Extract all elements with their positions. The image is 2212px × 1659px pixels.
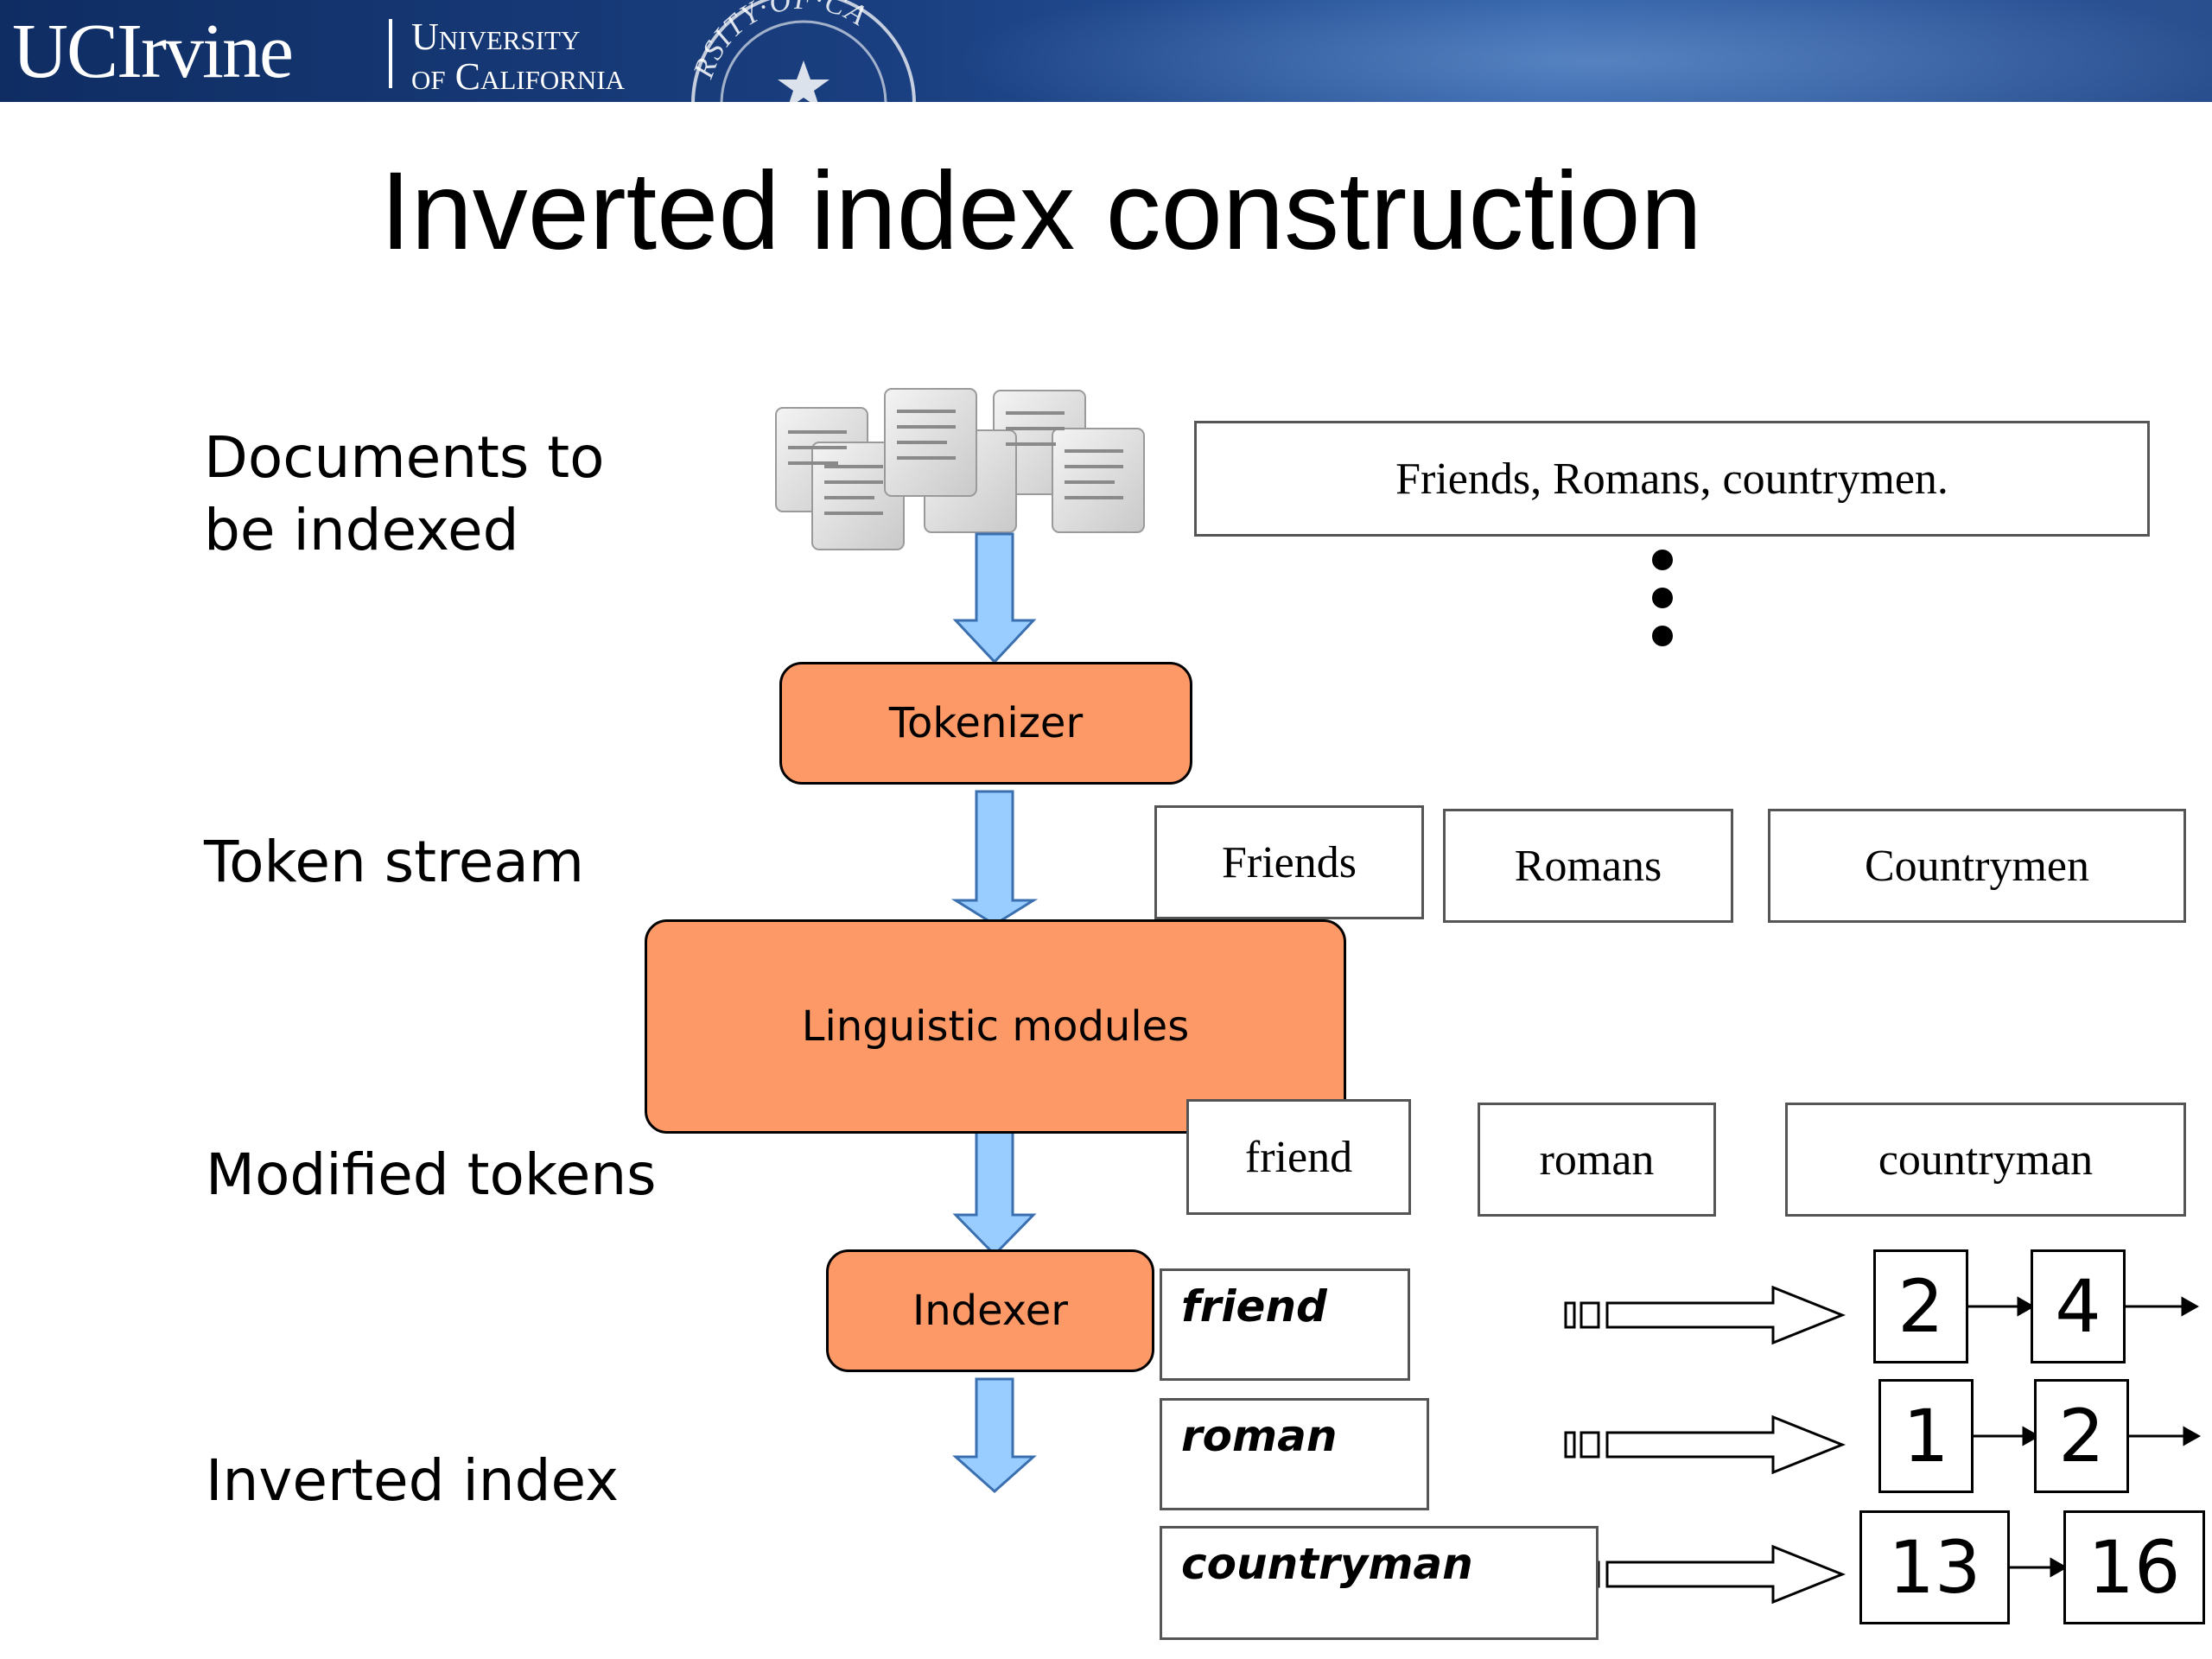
modified-token-box-countryman: countryman [1785, 1103, 2186, 1217]
modified-token-box-roman: roman [1478, 1103, 1716, 1217]
posting-links [1968, 1296, 2202, 1578]
posting-friend-1: 2 [1873, 1249, 1968, 1363]
header-banner: UCIrvine University of California RSITY·… [0, 0, 2212, 102]
pointer-arrow-countryman [1564, 1544, 1847, 1605]
banner-sky [950, 0, 2212, 102]
indexer-module: Indexer [826, 1249, 1154, 1372]
index-term-friend: friend [1160, 1268, 1410, 1381]
posting-countryman-2: 16 [2063, 1510, 2205, 1624]
arrow-indexer-to-index [952, 1377, 1037, 1494]
pointer-arrows [1564, 1285, 1847, 1605]
label-documents: Documents to be indexed [204, 422, 605, 567]
university-seal-icon: RSITY·OF·CA [687, 0, 916, 102]
document-text-box: Friends, Romans, countrymen. [1194, 421, 2150, 537]
university-line-2: of California [411, 55, 626, 98]
token-box-friends: Friends [1154, 805, 1424, 919]
label-documents-line-1: Documents to [204, 424, 605, 491]
label-modified-tokens: Modified tokens [206, 1141, 657, 1208]
label-documents-line-2: be indexed [204, 497, 519, 563]
tokenizer-module: Tokenizer [779, 662, 1192, 785]
pointer-arrow-friend [1564, 1285, 1847, 1345]
posting-friend-2: 4 [2031, 1249, 2126, 1363]
arrow-documents-to-tokenizer [952, 532, 1037, 664]
index-term-countryman: countryman [1160, 1526, 1599, 1640]
token-box-countrymen: Countrymen [1768, 809, 2186, 923]
university-name: University of California [411, 17, 625, 97]
linguistic-modules: Linguistic modules [645, 919, 1346, 1134]
modified-token-box-friend: friend [1186, 1099, 1411, 1215]
logo-separator [389, 19, 392, 88]
posting-countryman-1: 13 [1859, 1510, 2010, 1624]
index-term-roman: roman [1160, 1398, 1429, 1510]
documents-icon [775, 388, 1145, 550]
arrow-linguistic-to-indexer [952, 1123, 1037, 1257]
token-box-romans: Romans [1443, 809, 1733, 923]
posting-roman-1: 1 [1878, 1379, 1974, 1493]
university-line-1: University [411, 16, 581, 58]
uci-logo: UCIrvine [12, 9, 294, 94]
pointer-arrow-roman [1564, 1414, 1847, 1475]
arrow-tokenizer-to-linguistic [950, 790, 1039, 926]
slide-title: Inverted index construction [380, 149, 1702, 273]
ellipsis-dots [1652, 550, 1673, 664]
posting-roman-2: 2 [2034, 1379, 2129, 1493]
flow-arrows [950, 532, 1039, 1494]
label-token-stream: Token stream [204, 829, 585, 895]
label-inverted-index: Inverted index [206, 1447, 620, 1514]
document-sheet [775, 388, 1145, 550]
